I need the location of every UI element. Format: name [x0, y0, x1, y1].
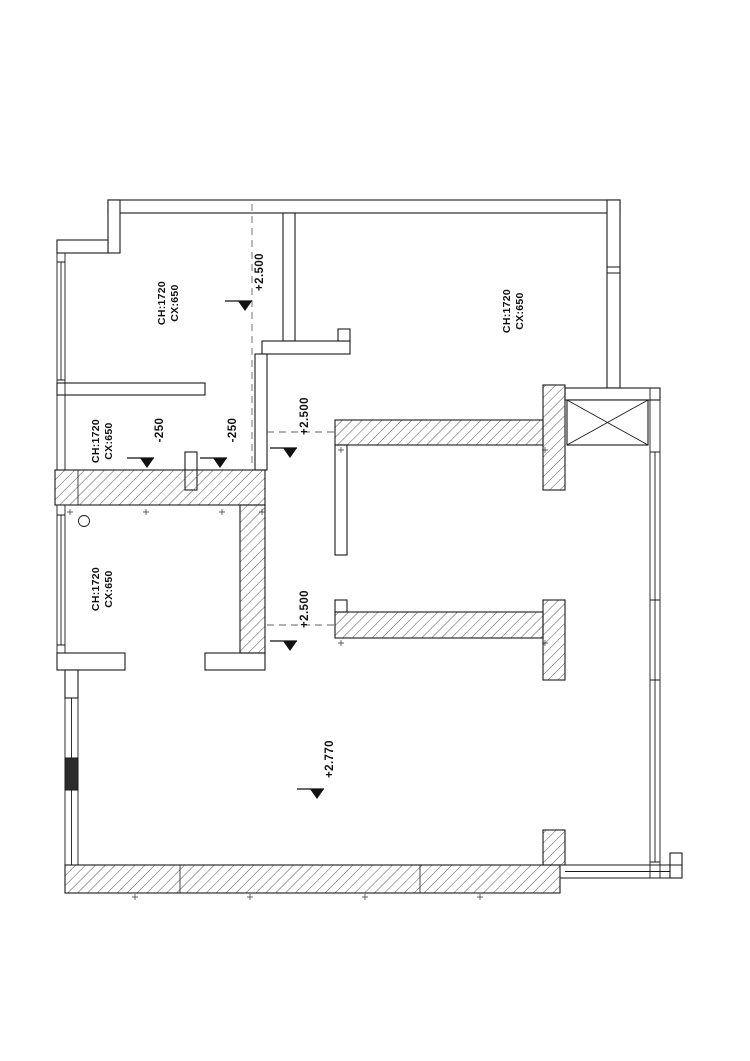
spot-elevation-icon — [225, 300, 252, 311]
hatch-ticks — [67, 447, 548, 900]
elevation-text: +2.770 — [324, 740, 336, 778]
room-label-cx: CX:650 — [169, 284, 181, 321]
pipe-circle-icon — [78, 515, 90, 527]
elevation-text: +2.500 — [299, 397, 311, 435]
walls-outline — [56, 199, 683, 879]
level-offset-text: -250 — [227, 418, 239, 443]
elevation-text: +2.500 — [299, 590, 311, 628]
room-label-cx: CX:650 — [103, 422, 115, 459]
room-label-ch: CH:1720 — [90, 567, 102, 611]
spot-elevation-icon — [200, 457, 227, 468]
spot-elevation-icon — [127, 457, 154, 468]
room-label-cx: CX:650 — [514, 292, 526, 329]
room-labels: CH:1720 CX:650 CH:1720 CX:650 CH:1720 CX… — [90, 281, 526, 611]
room-label-ch: CH:1720 — [501, 289, 513, 333]
elevation-annotations: +2.500 +2.500 +2.500 +2.770 -250 -250 — [154, 253, 336, 778]
spot-elevation-icon — [297, 788, 324, 799]
shaft-x-box-icon — [566, 399, 649, 446]
elevation-text: +2.500 — [254, 253, 266, 291]
room-label-ch: CH:1720 — [90, 419, 102, 463]
level-offset-text: -250 — [154, 418, 166, 443]
hatched-walls — [54, 384, 566, 894]
centerlines — [251, 204, 335, 626]
room-label-ch: CH:1720 — [156, 281, 168, 325]
room-label-cx: CX:650 — [103, 570, 115, 607]
window-walls — [56, 253, 682, 879]
spot-elevation-icons — [127, 300, 324, 799]
spot-elevation-icon — [270, 447, 297, 458]
spot-elevation-icon — [270, 640, 297, 651]
